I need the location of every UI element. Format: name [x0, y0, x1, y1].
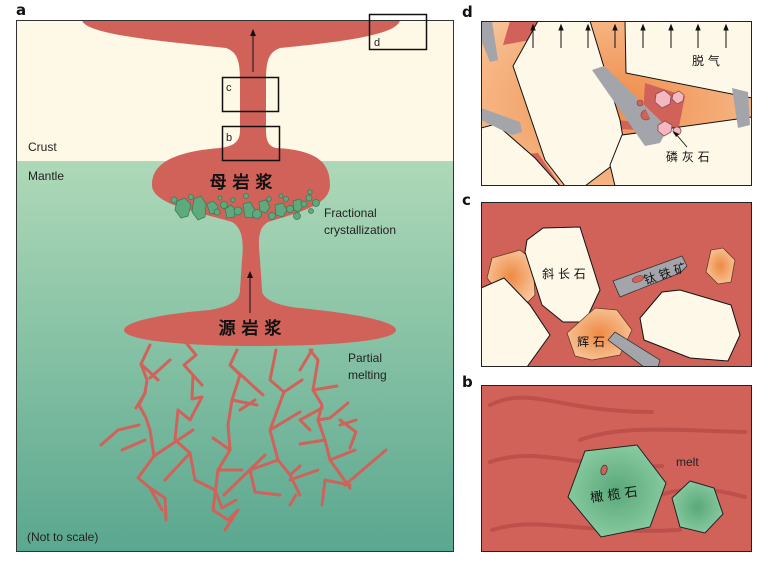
plagioclase-label: 斜 长 石 [542, 267, 586, 281]
plagioclase-crystal [512, 21, 627, 186]
panel-a-letter: a [16, 1, 27, 19]
inset-box-d-label: d [374, 37, 380, 49]
melt-veins [99, 342, 388, 532]
degassing-label: 脱 气 [692, 53, 720, 68]
pyroxene-label: 辉 石 [577, 335, 605, 349]
ilmenite-crystal [607, 331, 661, 367]
panel-c-frame [481, 202, 752, 367]
crystal-cluster [170, 189, 320, 221]
ascent-arrow-lower [247, 271, 253, 313]
panel-b-letter: b [462, 373, 473, 391]
not-to-scale-note: (Not to scale) [27, 530, 98, 544]
mantle-label: Mantle [28, 169, 64, 183]
panel-d: 脱 气 磷 灰 石 [481, 21, 752, 186]
fractional-label-line1: Fractional [324, 206, 377, 220]
partial-melting-line2: melting [348, 368, 387, 382]
panel-c-letter: c [462, 191, 471, 209]
source-magma-label: 源 岩 浆 [219, 318, 283, 339]
inset-box-d[interactable]: d [368, 13, 428, 51]
ilmenite-crystal [481, 108, 522, 135]
melt-pocket [503, 21, 540, 45]
parent-magma-label: 母 岩 浆 [210, 172, 274, 193]
ascent-arrow-upper [250, 29, 256, 72]
inset-box-b[interactable]: b [221, 125, 281, 162]
ilmenite-crystal [592, 66, 668, 146]
apatite-pointer-arrow [673, 131, 688, 148]
plagioclase-crystal [481, 277, 551, 367]
apatite-crystals [654, 89, 685, 137]
inset-box-c-label: c [226, 82, 232, 94]
panel-d-letter: d [462, 3, 473, 21]
ilmenite-crystal [612, 255, 688, 298]
magma-reservoir-top [82, 20, 400, 346]
panel-d-frame [481, 21, 752, 186]
panel-b: melt 橄 榄 石 [481, 385, 752, 552]
panel-b-frame [481, 385, 752, 552]
panel-c: 斜 长 石 钛 铁 矿 辉 石 [481, 202, 752, 367]
apatite-label: 磷 灰 石 [666, 149, 710, 164]
ilmenite-crystal [732, 88, 750, 128]
pyroxene-crystal [705, 247, 736, 285]
crust-label: Crust [28, 140, 57, 154]
degassing-arrows [530, 23, 729, 48]
fractional-label-line2: crystallization [324, 223, 396, 237]
olivine-crystal [671, 480, 724, 534]
olivine-crystal [567, 444, 667, 538]
melt-label: melt [676, 455, 699, 469]
plagioclase-crystal [624, 21, 752, 99]
plagioclase-crystal [639, 289, 741, 362]
inset-box-c[interactable]: c [221, 76, 280, 113]
panel-a: d c b Crust Mantle 母 岩 浆 源 岩 浆 Fractiona… [16, 13, 454, 552]
olivine-label: 橄 榄 石 [589, 484, 638, 506]
panel-a-frame [16, 20, 454, 552]
ilmenite-crystal [481, 21, 498, 62]
partial-melting-line1: Partial [348, 351, 382, 365]
inset-box-b-label: b [226, 132, 232, 144]
